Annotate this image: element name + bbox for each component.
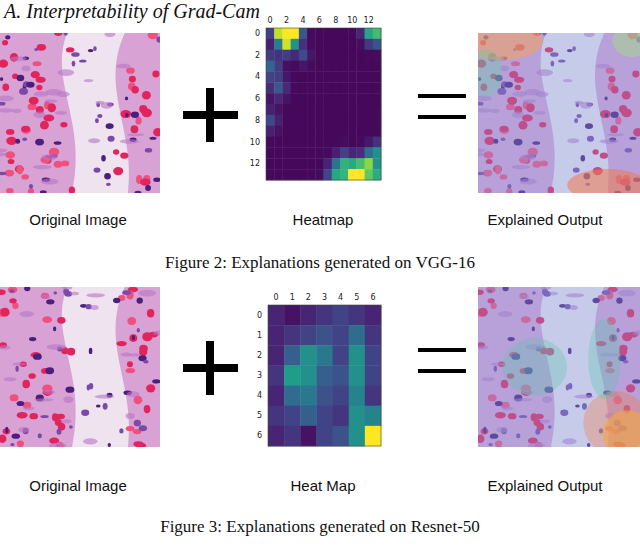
plus-sign [183,341,238,395]
panel-label: Original Image [29,211,127,228]
equals-sign [418,94,466,119]
axis-tick: 2 [255,51,260,60]
axis-tick: 0 [257,311,262,320]
panel-label: Heatmap [293,211,354,228]
axis-tick: 10 [347,16,357,25]
axis-tick: 5 [257,411,262,420]
axis-tick: 1 [257,331,262,340]
panel-label: Heat Map [290,477,355,494]
figure-caption: Figure 3: Explanations generated on Resn… [160,517,480,537]
axis-tick: 4 [338,293,343,302]
axis-tick: 8 [255,116,260,125]
panel-label: Explained Output [487,211,602,228]
heatmap-resnet50 [268,305,381,446]
axis-tick: 3 [322,293,327,302]
axis-tick: 2 [257,351,262,360]
plus-sign [183,88,238,142]
axis-tick: 5 [354,293,359,302]
tissue-image [0,33,160,193]
axis-tick: 0 [274,293,279,302]
equals-sign [418,348,466,373]
tissue-image [0,287,160,447]
axis-tick: 1 [290,293,295,302]
axis-tick: 4 [300,16,305,25]
panel-label: Explained Output [487,477,602,494]
axis-tick: 2 [284,16,289,25]
figure-caption: Figure 2: Explanations generated on VGG-… [165,253,475,273]
explained-image [478,33,640,193]
axis-tick: 12 [250,159,260,168]
axis-tick: 3 [257,371,262,380]
axis-tick: 4 [257,391,262,400]
axis-tick: 2 [306,293,311,302]
heatmap-vgg16 [266,28,381,180]
axis-tick: 8 [333,16,338,25]
explained-image [478,287,640,447]
axis-tick: 0 [255,29,260,38]
axis-tick: 6 [255,94,260,103]
axis-tick: 12 [364,16,374,25]
axis-tick: 6 [317,16,322,25]
axis-tick: 0 [268,16,273,25]
axis-tick: 6 [257,431,262,440]
axis-tick: 10 [250,138,260,147]
section-heading: A. Interpretability of Grad-Cam [4,0,260,23]
axis-tick: 4 [255,72,260,81]
panel-label: Original Image [29,477,127,494]
axis-tick: 6 [370,293,375,302]
